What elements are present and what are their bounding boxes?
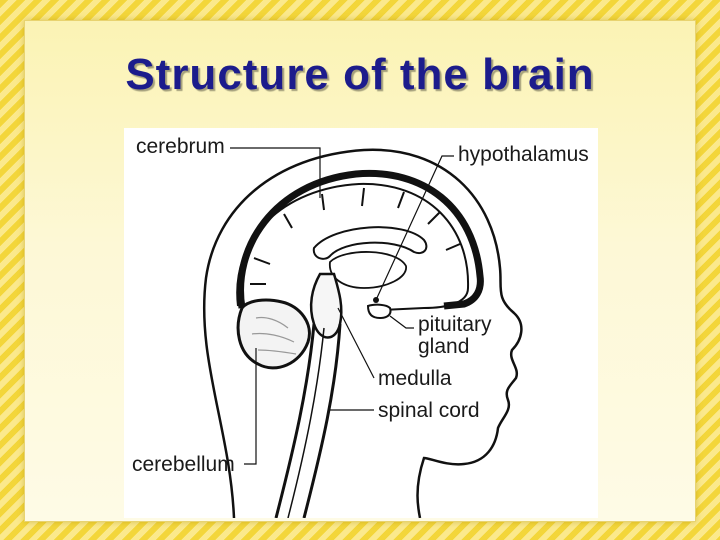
- spinal-cord-left: [274, 323, 316, 518]
- thalamus: [329, 251, 407, 289]
- label-medulla: medulla: [378, 367, 452, 390]
- cerebrum-folds: [250, 187, 461, 285]
- slide-title: Structure of the brain: [125, 50, 595, 99]
- cerebellum-shape: [236, 298, 311, 370]
- label-hypothalamus: hypothalamus: [458, 143, 589, 166]
- spinal-cord-inner: [287, 327, 325, 518]
- brainstem: [309, 272, 343, 339]
- cerebellum-folds: [251, 316, 297, 355]
- corpus-callosum: [312, 226, 428, 260]
- brain-illustration: [202, 147, 523, 518]
- label-cerebellum: cerebellum: [132, 453, 235, 476]
- label-pituitary-line1: pituitary: [418, 313, 492, 336]
- label-pituitary-line2: gland: [418, 335, 470, 358]
- cerebrum-outline: [236, 182, 470, 311]
- cerebrum-line: [230, 147, 321, 198]
- label-cerebrum: cerebrum: [136, 135, 225, 158]
- brain-diagram: cerebrum hypothalamus pituitary gland me…: [124, 128, 598, 518]
- hypothalamus-line: [375, 155, 454, 301]
- cerebellum-line: [244, 348, 257, 465]
- label-spinal-cord: spinal cord: [378, 399, 480, 422]
- hypothalamus-dot: [373, 297, 379, 303]
- pituitary-gland-shape: [366, 303, 392, 320]
- spinal-cord-right: [302, 323, 342, 518]
- pituitary-line: [389, 315, 414, 329]
- head-outline: [202, 148, 523, 518]
- medulla-line: [337, 307, 375, 379]
